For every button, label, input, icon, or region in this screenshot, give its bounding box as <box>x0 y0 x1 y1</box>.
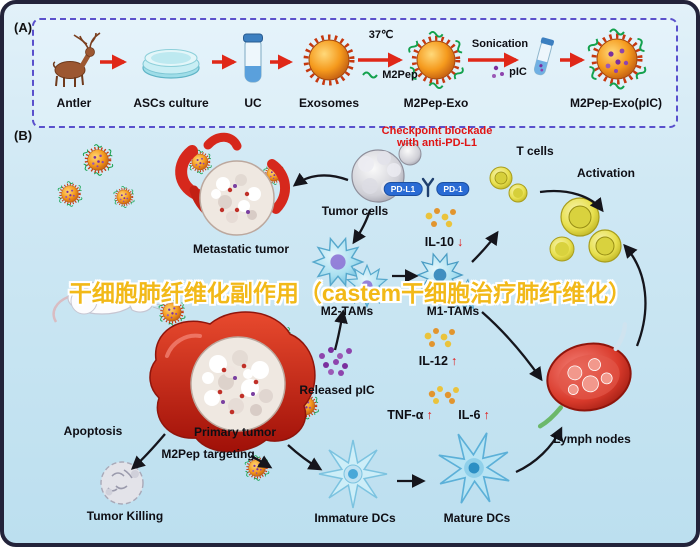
il10-down-arrow: ↓ <box>456 235 464 249</box>
label-t-cells: T cells <box>516 144 554 158</box>
tnf-il6-cytokine-dots <box>428 386 459 404</box>
lymph-nodes-icon <box>537 322 632 429</box>
mouse-icon <box>52 281 164 323</box>
il6-up-arrow: ↑ <box>483 408 490 422</box>
label-immature-dcs: Immature DCs <box>314 511 396 525</box>
sonication-tube-icon <box>533 37 555 76</box>
label-m1-tams: M1-TAMs <box>426 304 480 318</box>
released-pic-dots <box>319 347 352 376</box>
label-tnfa: TNF-α↑ <box>387 408 432 422</box>
label-released-pic: Released pIC <box>299 383 375 397</box>
label-il10: IL-10↓ <box>425 235 463 249</box>
m2-tams-icon <box>312 237 394 312</box>
flow-arrows <box>130 172 647 488</box>
label-m2pep-exo-pic: M2Pep-Exo(pIC) <box>569 96 663 110</box>
il12-name: IL-12 <box>418 354 448 368</box>
figure-art <box>52 4 700 517</box>
m2pep-exo-pic-icon <box>587 30 646 89</box>
label-apoptosis: Apoptosis <box>63 424 123 438</box>
uc-tube-icon <box>243 33 263 83</box>
label-activation: Activation <box>576 166 636 180</box>
t-cells-icon <box>489 166 622 263</box>
il12-up-arrow: ↑ <box>450 354 458 368</box>
metastatic-tumor-icon <box>175 132 290 236</box>
mature-dc-icon <box>425 419 523 517</box>
label-m2pep-targeting: M2Pep targeting <box>161 447 255 461</box>
label-il6: IL-6↑ <box>458 408 489 422</box>
label-checkpoint-line1: Checkpoint blockade <box>381 125 493 137</box>
exosome-icon <box>306 37 352 83</box>
label-ascs-culture: ASCs culture <box>133 96 209 110</box>
label-il12: IL-12↑ <box>419 354 457 368</box>
label-sonication: Sonication <box>471 38 529 50</box>
il10-name: IL-10 <box>424 235 454 249</box>
label-lymph-nodes: Lymph nodes <box>553 432 631 446</box>
m2pep-peptide-icon <box>362 71 378 79</box>
immature-dc-icon <box>318 439 388 509</box>
m1-tams-icon <box>417 253 487 316</box>
panel-a-box <box>32 18 678 128</box>
label-mature-dcs: Mature DCs <box>443 511 511 525</box>
pd-1-badge: PD-1 <box>436 182 470 196</box>
label-tumor-killing: Tumor Killing <box>86 509 164 523</box>
label-m2pep-exo: M2Pep-Exo <box>403 96 469 110</box>
label-antler: Antler <box>56 96 92 110</box>
label-checkpoint-line2: with anti-PD-L1 <box>396 137 478 149</box>
il12-cytokine-dots <box>424 328 455 348</box>
process-arrows <box>100 52 586 70</box>
tnfa-up-arrow: ↑ <box>426 408 433 422</box>
tumor-killing-icon <box>100 461 144 505</box>
anti-pd-l1-antibody-icon <box>421 177 435 198</box>
pic-dots-icon <box>492 65 504 78</box>
label-pic: pIC <box>509 66 527 78</box>
petri-dish-icon <box>142 49 200 79</box>
tnfa-name: TNF-α <box>387 408 424 422</box>
il6-name: IL-6 <box>458 408 481 422</box>
panel-b-tag: (B) <box>14 128 33 143</box>
label-m2pep: M2Pep <box>382 69 418 81</box>
label-uc: UC <box>244 96 262 110</box>
il10-cytokine-dots <box>425 208 456 228</box>
label-temperature: 37℃ <box>368 29 394 41</box>
label-metastatic-tumor: Metastatic tumor <box>192 242 290 256</box>
primary-tumor-icon <box>149 311 316 453</box>
label-primary-tumor: Primary tumor <box>193 425 277 439</box>
label-tumor-cells: Tumor cells <box>321 204 389 218</box>
label-exosomes: Exosomes <box>298 96 360 110</box>
deer-icon <box>52 32 101 87</box>
pd-l1-badge: PD-L1 <box>383 182 423 196</box>
watermark-text: 干细胞肺纤维化副作用（castem干细胞治疗肺纤维化） <box>68 280 632 306</box>
panel-a-tag: (A) <box>14 20 33 35</box>
